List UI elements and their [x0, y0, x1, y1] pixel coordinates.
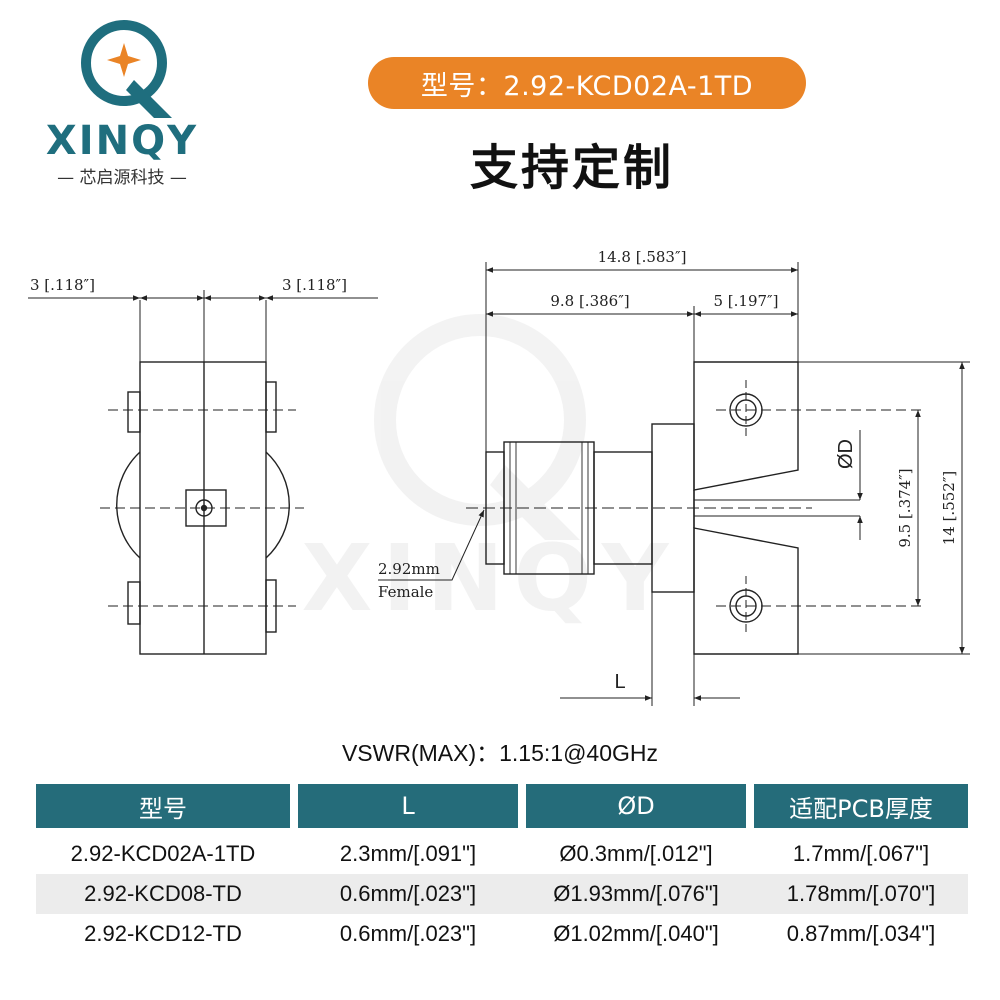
cell-pcb: 1.78mm/[.070"] [786, 881, 936, 906]
cell-l: 0.6mm/[.023"] [339, 881, 477, 906]
side-round-left [116, 451, 141, 559]
q-logo-icon [81, 20, 172, 118]
cell-od: Ø0.3mm/[.012"] [559, 841, 713, 866]
label-l: L [614, 671, 625, 693]
svg-text:XINQY: XINQY [302, 525, 679, 632]
spec-table: 型号 L ØD 适配PCB厚度 2.92-KCD02A-1TD 2.3mm/[.… [36, 784, 968, 954]
dim-flange-length: 5 [.197″] [713, 292, 778, 310]
table-row: 2.92-KCD08-TD 0.6mm/[.023"] Ø1.93mm/[.07… [36, 874, 968, 914]
cell-model: 2.92-KCD02A-1TD [70, 841, 256, 866]
table-header: 型号 L ØD 适配PCB厚度 [36, 784, 968, 828]
dim-total-length: 14.8 [.583″] [598, 248, 687, 266]
header-pcb-thickness: 适配PCB厚度 [754, 784, 968, 828]
header-od: ØD [526, 784, 746, 828]
cell-l: 0.6mm/[.023"] [339, 921, 477, 946]
headline: 支持定制 [470, 140, 675, 196]
cell-model: 2.92-KCD08-TD [84, 881, 242, 906]
side-tab-top-left [127, 391, 141, 433]
brand-wordmark: XINQY [45, 118, 199, 164]
model-label: 型号：2.92-KCD02A-1TD [368, 57, 806, 109]
dim-hole-pitch: 9.5 [.374″] [896, 468, 914, 547]
dim-flange-height: 14 [.552″] [940, 471, 958, 546]
dim-side-right: 3 [.118″] [282, 276, 347, 294]
side-tab-bottom-left [127, 581, 141, 625]
table-row: 2.92-KCD02A-1TD 2.3mm/[.091"] Ø0.3mm/[.0… [36, 834, 968, 874]
watermark: XINQY [302, 314, 679, 632]
header-l: L [298, 784, 518, 828]
brand-logo: XINQY — 芯启源科技 — [22, 18, 222, 188]
vswr-spec: VSWR(MAX)：1.15:1@40GHz [341, 740, 659, 766]
header-model: 型号 [36, 784, 290, 828]
cell-l: 2.3mm/[.091"] [339, 841, 477, 866]
table-row: 2.92-KCD12-TD 0.6mm/[.023"] Ø1.02mm/[.04… [36, 914, 968, 954]
dim-connector-length: 9.8 [.386″] [550, 292, 629, 310]
callout-line2: Female [378, 583, 433, 601]
technical-drawing: XINQY [28, 248, 970, 706]
callout-line1: 2.92mm [378, 560, 440, 578]
side-round-right [265, 451, 290, 559]
brand-tagline: — 芯启源科技 — [57, 168, 187, 188]
cell-pcb: 1.7mm/[.067"] [792, 841, 930, 866]
cell-pcb: 0.87mm/[.034"] [786, 921, 936, 946]
label-od: ØD [835, 439, 857, 469]
dim-side-left: 3 [.118″] [30, 276, 95, 294]
cell-od: Ø1.02mm/[.040"] [553, 921, 719, 946]
cell-model: 2.92-KCD12-TD [84, 921, 242, 946]
side-tab-top-right [265, 381, 277, 433]
cell-od: Ø1.93mm/[.076"] [553, 881, 719, 906]
